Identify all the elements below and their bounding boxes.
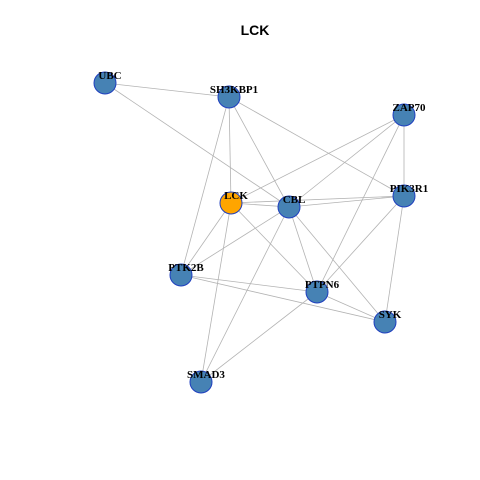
node-smad3 xyxy=(189,370,213,394)
edge-cbl-ptk2b xyxy=(180,206,290,276)
edge-sh3kbp1-pik3r1 xyxy=(228,96,405,197)
edge-zap70-cbl xyxy=(288,114,405,208)
edge-cbl-ptpn6 xyxy=(288,206,318,293)
edge-lck-ptk2b xyxy=(180,202,232,276)
node-label-lck: LCK xyxy=(224,190,248,202)
edge-cbl-smad3 xyxy=(200,206,290,383)
node-zap70 xyxy=(392,103,416,127)
node-label-pik3r1: PIK3R1 xyxy=(390,183,429,195)
edge-lck-smad3 xyxy=(200,202,232,383)
edge-ubc-cbl xyxy=(104,82,290,208)
edge-ptk2b-ptpn6 xyxy=(180,274,318,293)
edge-lck-pik3r1 xyxy=(230,195,405,204)
edge-zap70-lck xyxy=(230,114,405,204)
node-label-ptpn6: PTPN6 xyxy=(305,279,340,291)
node-lck xyxy=(219,191,243,215)
node-label-smad3: SMAD3 xyxy=(187,369,225,381)
node-label-ubc: UBC xyxy=(98,70,121,82)
edge-sh3kbp1-cbl xyxy=(228,96,290,208)
edge-ptpn6-syk xyxy=(316,291,386,323)
node-label-syk: SYK xyxy=(379,309,402,321)
edge-pik3r1-ptpn6 xyxy=(316,195,405,293)
edge-zap70-ptpn6 xyxy=(316,114,405,293)
edge-sh3kbp1-ptk2b xyxy=(180,96,230,276)
edge-cbl-pik3r1 xyxy=(288,195,405,208)
edge-pik3r1-syk xyxy=(384,195,405,323)
node-label-zap70: ZAP70 xyxy=(393,102,427,114)
node-syk xyxy=(373,310,397,334)
node-label-ptk2b: PTK2B xyxy=(168,262,204,274)
node-label-cbl: CBL xyxy=(283,194,306,206)
node-ptk2b xyxy=(169,263,193,287)
edge-ptpn6-smad3 xyxy=(200,291,318,383)
node-sh3kbp1 xyxy=(217,85,241,109)
edge-layer xyxy=(104,82,405,383)
edge-cbl-syk xyxy=(288,206,386,323)
node-pik3r1 xyxy=(392,184,416,208)
node-ubc xyxy=(93,71,117,95)
edge-ptk2b-syk xyxy=(180,274,386,323)
node-cbl xyxy=(277,195,301,219)
node-ptpn6 xyxy=(305,280,329,304)
edge-ubc-sh3kbp1 xyxy=(104,82,230,98)
edge-lck-ptpn6 xyxy=(230,202,318,293)
edge-sh3kbp1-lck xyxy=(228,96,232,204)
node-label-sh3kbp1: SH3KBP1 xyxy=(210,84,258,96)
node-layer xyxy=(93,71,416,394)
graph-title: LCK xyxy=(241,22,270,38)
